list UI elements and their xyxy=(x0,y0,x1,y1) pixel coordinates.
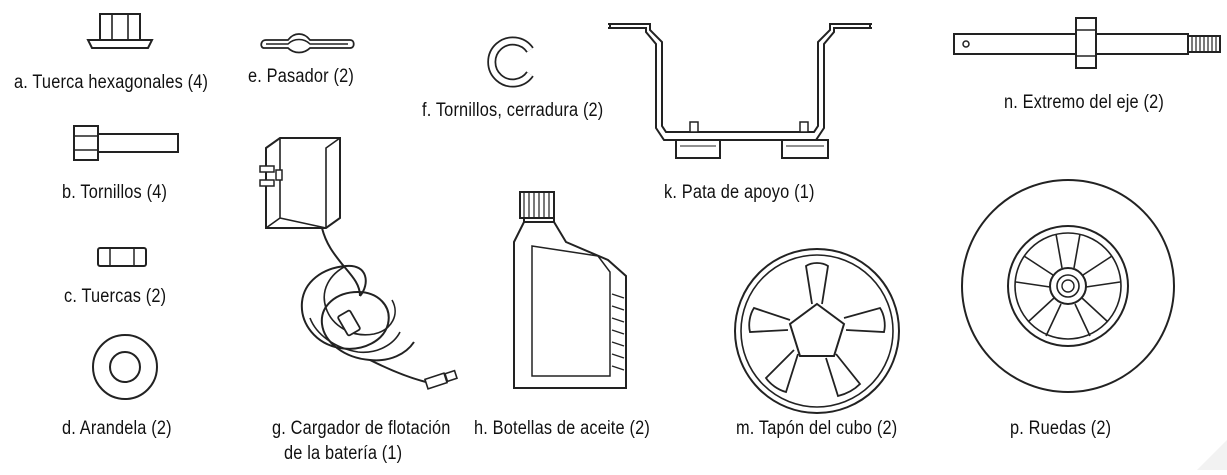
label-b: b. Tornillos (4) xyxy=(62,182,168,203)
label-n: n. Extremo del eje (2) xyxy=(1004,92,1165,113)
label-d: d. Arandela (2) xyxy=(62,418,172,439)
hex-flange-nut-illustration xyxy=(84,10,156,55)
label-a: a. Tuerca hexagonales (4) xyxy=(14,72,209,93)
support-leg-illustration xyxy=(600,18,880,173)
label-g-line1: g. Cargador de flotación xyxy=(272,418,451,439)
axle-end-illustration xyxy=(950,16,1227,81)
label-g-line2: de la batería (1) xyxy=(284,443,403,464)
battery-charger-illustration xyxy=(259,134,470,409)
bolt-illustration xyxy=(72,124,182,169)
hub-cap-illustration xyxy=(732,246,902,421)
oil-bottle-illustration xyxy=(510,186,630,401)
page-corner xyxy=(1197,440,1227,470)
pin-illustration xyxy=(258,28,358,63)
wheel-illustration xyxy=(958,176,1178,401)
label-p: p. Ruedas (2) xyxy=(1010,418,1112,439)
label-f: f. Tornillos, cerradura (2) xyxy=(422,100,604,121)
label-c: c. Tuercas (2) xyxy=(64,286,167,307)
washer-illustration xyxy=(90,332,160,407)
label-k: k. Pata de apoyo (1) xyxy=(664,182,815,203)
nut-illustration xyxy=(96,246,148,273)
label-e: e. Pasador (2) xyxy=(248,66,354,87)
lock-ring-illustration xyxy=(486,36,538,93)
label-h: h. Botellas de aceite (2) xyxy=(474,418,650,439)
label-m: m. Tapón del cubo (2) xyxy=(736,418,898,439)
